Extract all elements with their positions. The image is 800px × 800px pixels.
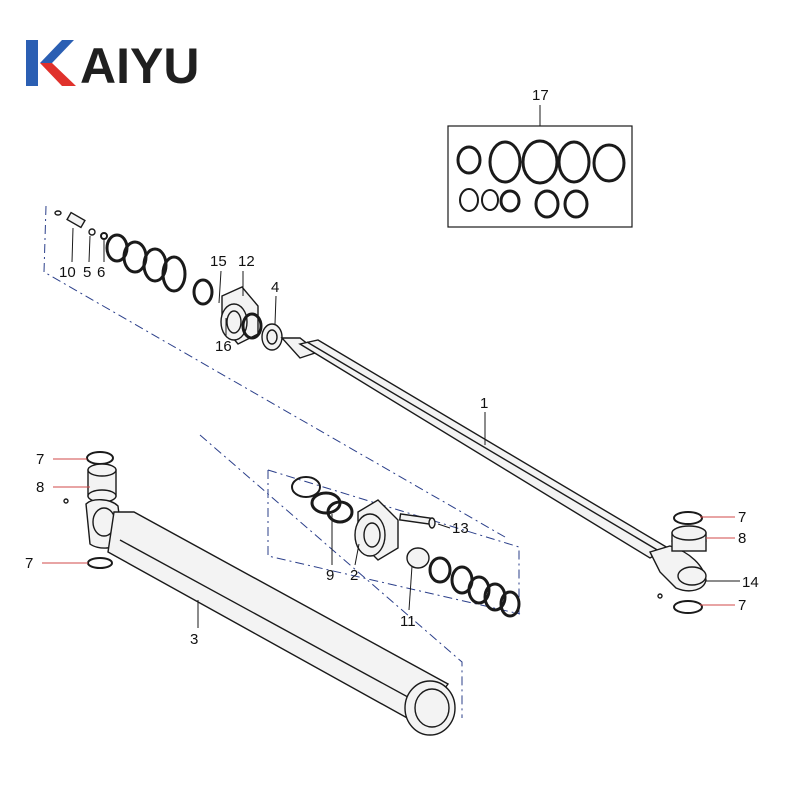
callout-10: 10 [59,264,76,281]
logo-k-red-arm [40,63,76,86]
leader-lines [42,270,740,628]
callout-labels: 17 10 5 6 15 12 16 4 1 7 8 7 13 9 2 11 3… [25,87,759,648]
callout-15: 15 [210,253,227,270]
seal-kit-box [447,105,633,228]
callout-7-rod-bottom: 7 [738,597,746,614]
callout-8-tube: 8 [36,479,44,496]
callout-5: 5 [83,264,91,281]
logo-k-blue-arm [40,40,74,63]
rod-assembly-axis [43,205,506,538]
callout-4: 4 [271,279,279,296]
callout-7-rod-top: 7 [738,509,746,526]
cylinder-tube [63,451,456,736]
callout-17: 17 [532,87,549,104]
piston-assembly-axis-right [267,469,520,614]
brand-logo: AIYU [26,38,199,94]
callout-12: 12 [238,253,255,270]
callout-8-rod: 8 [738,530,746,547]
callout-7-tube-top: 7 [36,451,44,468]
callout-11: 11 [400,613,416,630]
logo-wordmark: AIYU [80,38,199,94]
tube-assembly-axis [199,434,463,718]
callout-14: 14 [742,574,759,591]
seal-kit-frame [447,125,633,228]
callout-1: 1 [480,395,488,412]
piston-parts [291,476,521,618]
callout-9: 9 [326,567,334,584]
callout-16: 16 [215,338,232,355]
callout-3: 3 [190,631,198,648]
rod-seal-rings [105,233,214,306]
grease-fitting-parts [54,210,108,263]
callout-2: 2 [350,567,358,584]
callout-7-tube-bottom: 7 [25,555,33,572]
assembly-axis-lines [43,205,521,718]
logo-k-blue-bar [26,40,38,86]
callout-13: 13 [452,520,469,537]
cylinder-head-gland [220,286,283,351]
piston-rod [280,337,707,614]
callout-6: 6 [97,264,105,281]
